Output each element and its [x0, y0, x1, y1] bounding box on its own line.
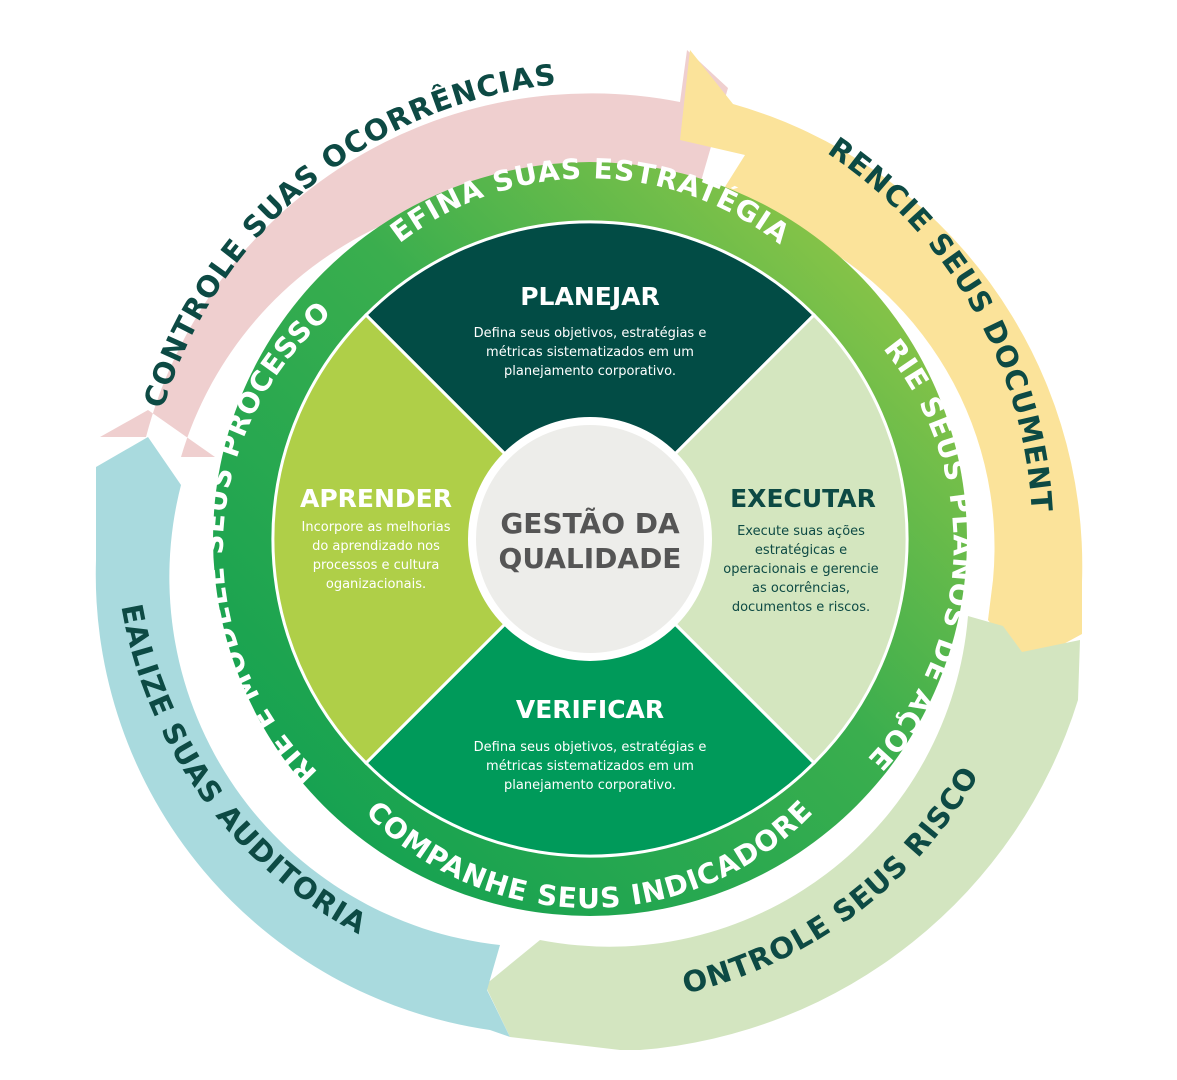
outer-arrow-documentos[interactable]: [680, 50, 1083, 666]
aprender-desc-1: Incorpore as melhorias: [302, 520, 451, 535]
center-circle: [468, 417, 712, 661]
quadrant-verificar[interactable]: [363, 536, 817, 858]
outer-arrow-riscos[interactable]: [485, 616, 1080, 1050]
executar-desc-1: Execute suas ações: [737, 524, 865, 539]
aprender-desc-3: processos e cultura: [313, 558, 440, 573]
executar-title: EXECUTAR: [730, 484, 876, 513]
executar-desc-3: operacionais e gerencie: [723, 562, 878, 577]
aprender-desc-2: do aprendizado nos: [312, 539, 440, 554]
quadrant-executar[interactable]: [587, 312, 909, 766]
verificar-desc-3: planejamento corporativo.: [504, 778, 676, 793]
quadrant-planejar[interactable]: [363, 220, 817, 542]
planejar-title: PLANEJAR: [520, 282, 660, 311]
aprender-desc-4: oganizacionais.: [326, 577, 426, 592]
planejar-desc-2: métricas sistematizados em um: [486, 345, 694, 360]
verificar-desc-1: Defina seus objetivos, estratégias e: [474, 740, 707, 755]
aprender-title: APRENDER: [300, 484, 452, 513]
executar-desc-4: as ocorrências,: [752, 581, 850, 596]
executar-desc-5: documentos e riscos.: [732, 600, 870, 615]
quadrant-aprender[interactable]: [271, 312, 593, 766]
planejar-desc-3: planejamento corporativo.: [504, 364, 676, 379]
center-title-line1: GESTÃO DA: [500, 506, 680, 540]
planejar-desc-1: Defina seus objetivos, estratégias e: [474, 326, 707, 341]
verificar-title: VERIFICAR: [516, 695, 664, 724]
verificar-desc-2: métricas sistematizados em um: [486, 759, 694, 774]
outer-arrow-auditorias[interactable]: [95, 437, 510, 1037]
outer-arrow-ocorrencias[interactable]: [100, 50, 728, 457]
executar-desc-2: estratégicas e: [755, 543, 847, 558]
center-title-line2: QUALIDADE: [499, 542, 682, 575]
